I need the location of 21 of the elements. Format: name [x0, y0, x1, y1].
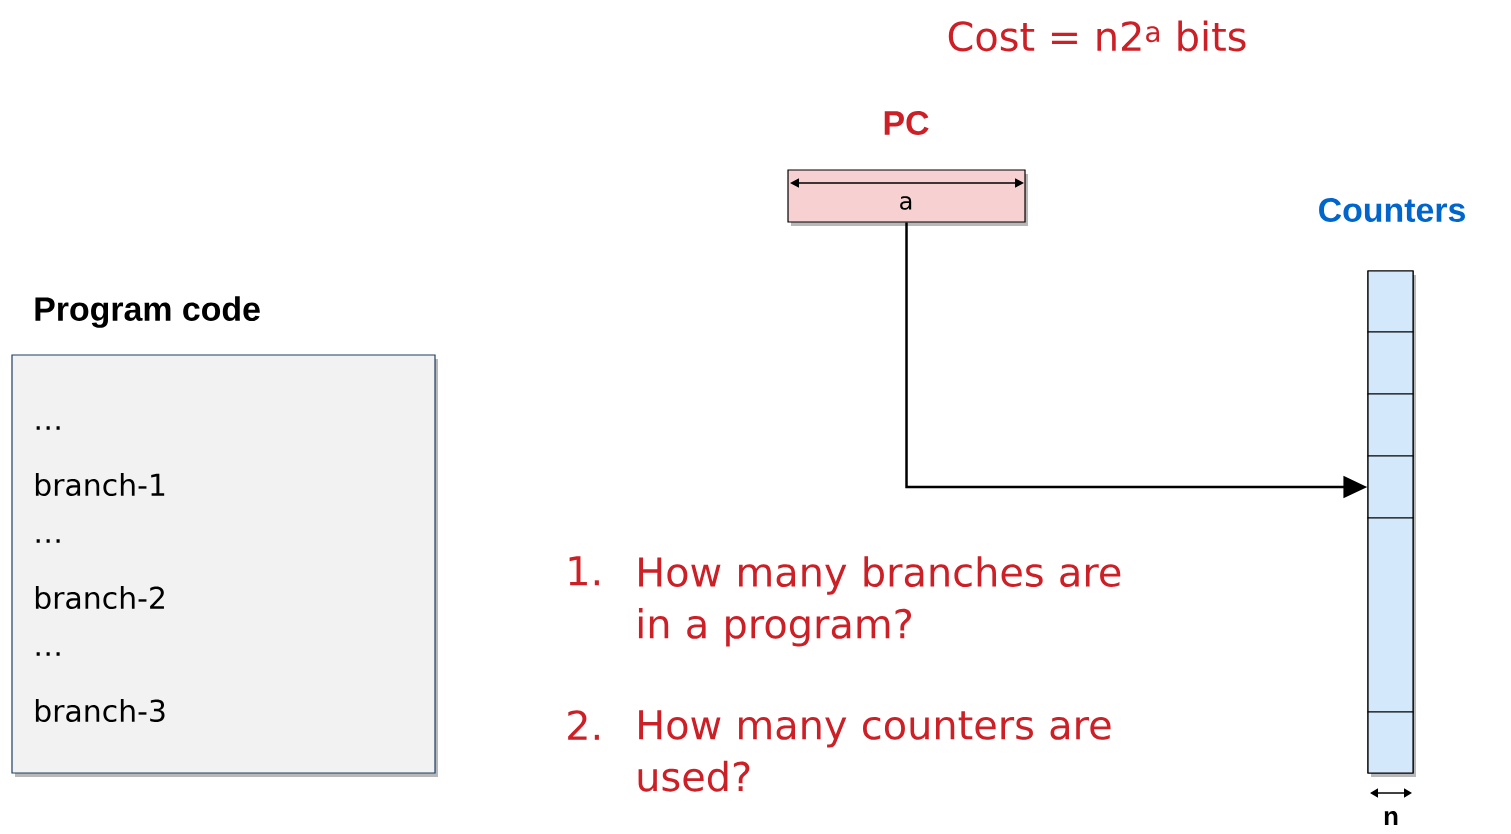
- ellipsis: …: [36, 652, 60, 656]
- code-line: branch-1: [35, 472, 165, 497]
- dimension-label: a: [900, 196, 912, 210]
- counter-cell: [1367, 331, 1414, 395]
- heading: Program code: [35, 296, 260, 328]
- ellipsis: …: [36, 426, 60, 430]
- counter-cell: [1367, 455, 1414, 519]
- counter-cell: [1367, 270, 1414, 333]
- code-line: branch-3: [35, 698, 165, 723]
- question-text: How many counters are used?: [638, 710, 1111, 792]
- ellipsis: …: [36, 539, 60, 543]
- heading: Counters: [1319, 198, 1465, 222]
- list-number: 2.: [568, 710, 599, 740]
- dimension-label: n: [1384, 811, 1398, 825]
- counter-cell: [1367, 711, 1414, 774]
- heading: PC: [884, 111, 929, 135]
- formula-text: Cost = n2$^{a}$ bits: [948, 20, 1246, 52]
- counter-cell: [1367, 393, 1414, 457]
- code-line: branch-2: [35, 585, 164, 610]
- question-text: How many branches are in a program?: [638, 556, 1121, 647]
- list-number: 1.: [569, 556, 599, 586]
